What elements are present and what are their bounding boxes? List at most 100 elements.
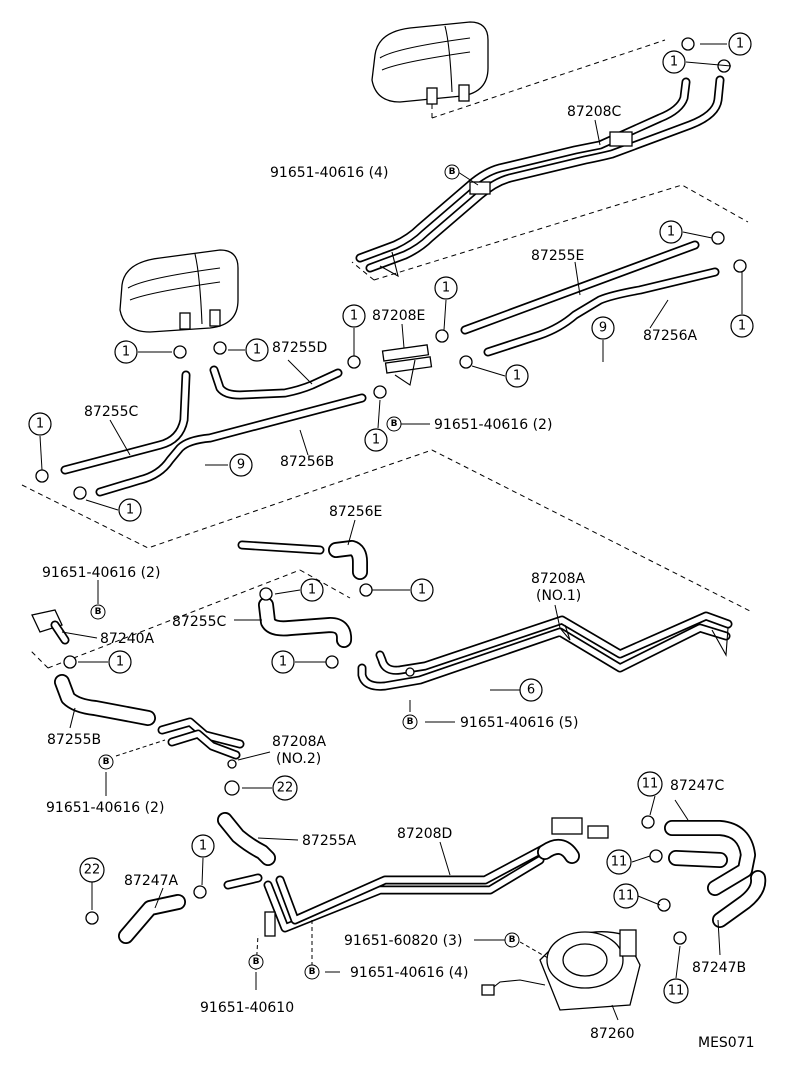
svg-text:B: B xyxy=(103,757,110,767)
svg-text:1: 1 xyxy=(279,655,287,670)
label-87255C-top: 87255C xyxy=(84,404,139,420)
bolt-spec-7: 91651-40616 (4) xyxy=(350,965,468,981)
label-87256B: 87256B xyxy=(280,454,334,470)
callout-9: 9 xyxy=(591,316,615,340)
bolt-spec-3: 91651-40616 (2) xyxy=(42,565,160,581)
bolt-spec-8: 91651-40610 xyxy=(200,1000,294,1016)
callout-11: 11 xyxy=(637,771,663,797)
clamps xyxy=(35,37,747,945)
svg-text:6: 6 xyxy=(527,683,535,698)
label-87255C-mid: 87255C xyxy=(172,614,227,630)
hose-87255D xyxy=(209,365,343,400)
svg-text:1: 1 xyxy=(736,37,744,52)
callout-11: 11 xyxy=(613,883,639,909)
svg-text:1: 1 xyxy=(667,225,675,240)
bolt-marker: B xyxy=(90,604,106,620)
svg-text:1: 1 xyxy=(350,309,358,324)
callout-1: 1 xyxy=(114,340,138,364)
callout-1: 1 xyxy=(271,650,295,674)
part-labels: 87208C 87255E 87256A 87208E 87255D 87255… xyxy=(47,104,746,1042)
label-87208A: 87208A xyxy=(531,571,586,587)
label-87208A-no1: (NO.1) xyxy=(536,588,581,604)
svg-text:9: 9 xyxy=(599,321,607,336)
callout-1: 1 xyxy=(342,304,366,328)
svg-text:B: B xyxy=(449,167,456,177)
bolt-marker: B xyxy=(402,714,418,730)
valve-87240A xyxy=(31,609,70,645)
svg-text:11: 11 xyxy=(611,855,628,870)
label-87208A-no2: (NO.2) xyxy=(276,751,321,767)
bolt-marker: B xyxy=(304,964,320,980)
hose-87256B xyxy=(95,393,367,497)
bolt-spec-5: 91651-40616 (2) xyxy=(46,800,164,816)
hose-87255A xyxy=(217,812,276,866)
label-87247C: 87247C xyxy=(670,778,725,794)
hose-87255C-top xyxy=(60,370,191,475)
pipe-87208C xyxy=(355,75,725,278)
hose-87247C xyxy=(664,820,756,896)
label-87255A: 87255A xyxy=(302,833,357,849)
figure-code: MES071 xyxy=(698,1035,755,1051)
svg-text:1: 1 xyxy=(372,433,380,448)
hose-87255B xyxy=(54,674,156,726)
hose-87256A xyxy=(483,267,720,357)
callout-1: 1 xyxy=(662,50,686,74)
svg-text:11: 11 xyxy=(668,984,685,999)
label-87208E: 87208E xyxy=(372,308,425,324)
bolt-marker: B xyxy=(386,416,402,432)
svg-text:1: 1 xyxy=(442,281,450,296)
callout-1: 1 xyxy=(300,578,324,602)
bolt-marker: B xyxy=(248,954,264,970)
label-87255B: 87255B xyxy=(47,732,101,748)
callout-6: 6 xyxy=(519,678,543,702)
svg-text:1: 1 xyxy=(513,369,521,384)
svg-text:9: 9 xyxy=(237,458,245,473)
callout-22: 22 xyxy=(79,857,105,883)
svg-text:B: B xyxy=(391,419,398,429)
fitting-87208E xyxy=(381,344,433,386)
hose-87255C-mid xyxy=(258,597,353,648)
callout-11: 11 xyxy=(663,978,689,1004)
svg-text:1: 1 xyxy=(418,583,426,598)
label-87247A: 87247A xyxy=(124,873,179,889)
svg-text:1: 1 xyxy=(199,839,207,854)
callout-1: 1 xyxy=(659,220,683,244)
label-87260: 87260 xyxy=(590,1026,635,1042)
heater-unit-top xyxy=(371,21,489,105)
svg-text:1: 1 xyxy=(116,655,124,670)
pipe-87208A-no2 xyxy=(157,717,245,769)
svg-text:B: B xyxy=(509,935,516,945)
callout-1: 1 xyxy=(730,314,754,338)
bolt-spec-2: 91651-40616 (2) xyxy=(434,417,552,433)
label-87256A: 87256A xyxy=(643,328,698,344)
label-87256E: 87256E xyxy=(329,504,382,520)
leader-lines xyxy=(39,43,743,1021)
label-87247B: 87247B xyxy=(692,960,746,976)
bolt-marker: B xyxy=(504,932,520,948)
callout-1: 1 xyxy=(728,32,752,56)
svg-text:1: 1 xyxy=(738,319,746,334)
callout-1: 1 xyxy=(434,276,458,300)
label-87208D: 87208D xyxy=(397,826,452,842)
svg-text:11: 11 xyxy=(618,889,635,904)
label-87208C: 87208C xyxy=(567,104,622,120)
callout-1: 1 xyxy=(108,650,132,674)
bolt-marker: B xyxy=(98,754,114,770)
callout-1: 1 xyxy=(191,834,215,858)
callout-1: 1 xyxy=(364,428,388,452)
hose-87256E xyxy=(237,540,368,580)
bolt-spec-4: 91651-40616 (5) xyxy=(460,715,578,731)
hose-87247A xyxy=(118,894,186,944)
label-87255D: 87255D xyxy=(272,340,327,356)
svg-text:B: B xyxy=(407,717,414,727)
bolt-marker: B xyxy=(444,164,460,180)
svg-text:1: 1 xyxy=(670,55,678,70)
svg-text:B: B xyxy=(253,957,260,967)
label-87240A: 87240A xyxy=(100,631,155,647)
svg-text:1: 1 xyxy=(122,345,130,360)
label-87208A-2: 87208A xyxy=(272,734,327,750)
callout-1: 1 xyxy=(505,364,529,388)
callouts: 1 1 1 1 1 1 1 1 1 1 1 1 1 1 1 1 1 9 9 6 … xyxy=(28,32,754,1004)
label-87255E: 87255E xyxy=(531,248,584,264)
